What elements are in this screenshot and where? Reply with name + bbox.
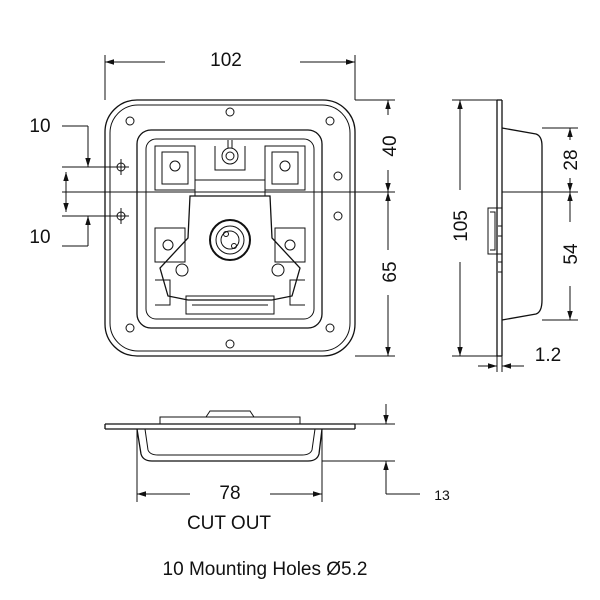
mounting-hole bbox=[325, 323, 335, 333]
dim-total-height: 105 bbox=[451, 99, 497, 357]
lock-cylinder bbox=[209, 219, 251, 261]
dim-depth: 13 bbox=[322, 404, 450, 503]
corner-pad-left bbox=[154, 145, 196, 191]
mounting-hole bbox=[125, 323, 135, 333]
front-view bbox=[104, 99, 356, 357]
dim-label-total-height: 105 bbox=[451, 210, 472, 242]
mounting-hole bbox=[325, 116, 335, 126]
dim-heights-side: 28 54 bbox=[542, 127, 582, 321]
bottom-view bbox=[104, 410, 356, 462]
mounting-hole bbox=[333, 171, 343, 181]
dish-inner bbox=[145, 138, 315, 320]
latch-handle bbox=[159, 179, 301, 315]
dim-label-width: 102 bbox=[210, 50, 242, 71]
mounting-hole bbox=[333, 211, 343, 221]
rivet-left bbox=[175, 263, 189, 277]
dim-hole-offsets: 10 10 bbox=[29, 116, 121, 248]
dim-cutout: 78 bbox=[136, 430, 323, 504]
corner-pad-right bbox=[264, 145, 306, 191]
dim-heights-front: 40 65 bbox=[355, 99, 401, 357]
mounting-hole bbox=[125, 116, 135, 126]
dish-outline bbox=[136, 129, 323, 329]
dim-label-height-lower: 65 bbox=[380, 261, 401, 282]
flange-outline bbox=[104, 99, 356, 357]
dim-label-offset-upper: 10 bbox=[29, 116, 50, 137]
cutout-label: CUT OUT bbox=[187, 513, 271, 534]
catch-hook bbox=[214, 140, 246, 171]
mounting-hole bbox=[225, 107, 235, 117]
handle-grip bbox=[185, 295, 275, 315]
flange-inner-edge bbox=[109, 104, 351, 352]
dim-label-side-lower: 54 bbox=[561, 243, 582, 265]
dim-label-thickness: 1.2 bbox=[535, 345, 561, 366]
dim-label-height-upper: 40 bbox=[380, 135, 401, 156]
side-view bbox=[487, 99, 543, 357]
rivet-right bbox=[271, 263, 285, 277]
dim-label-side-upper: 28 bbox=[561, 149, 582, 170]
dim-width-102: 102 bbox=[104, 50, 356, 100]
dim-label-offset-lower: 10 bbox=[29, 227, 50, 248]
mounting-holes-label: 10 Mounting Holes Ø5.2 bbox=[163, 559, 368, 580]
dim-label-depth: 13 bbox=[434, 487, 450, 503]
mounting-hole bbox=[225, 339, 235, 349]
dim-label-cutout: 78 bbox=[219, 483, 240, 504]
dim-thickness: 1.2 bbox=[478, 345, 561, 372]
